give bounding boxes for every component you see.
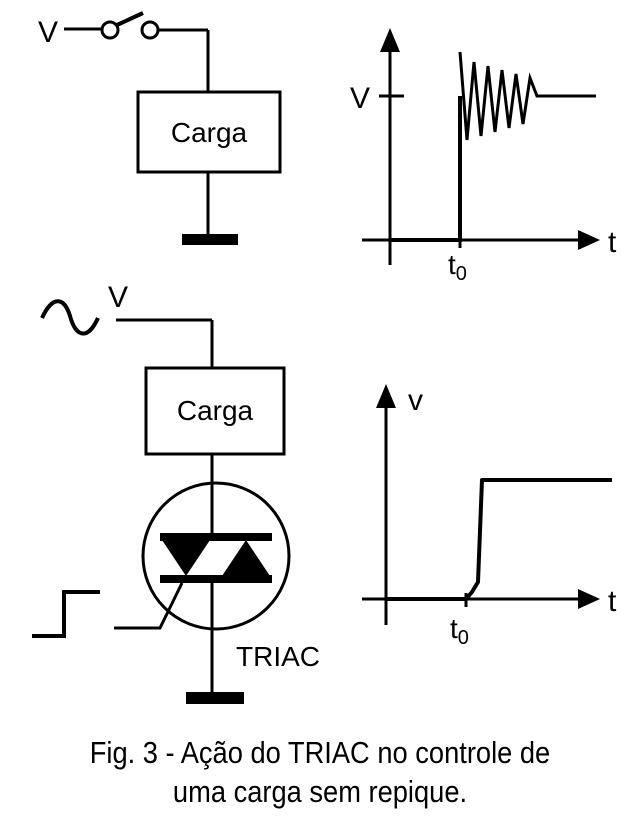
graph1-x-label: t bbox=[608, 226, 617, 259]
circuit1-source-label: V bbox=[38, 16, 58, 49]
circuit2-load-box bbox=[144, 366, 286, 456]
graph1-y-arrowhead bbox=[380, 28, 400, 52]
graph1-x-arrowhead bbox=[578, 230, 600, 250]
circuit-1: V Carga bbox=[38, 11, 282, 245]
switch-left-contact bbox=[100, 20, 120, 40]
triac-bottom-bar bbox=[160, 575, 272, 583]
gate-step-pulse-icon bbox=[32, 590, 100, 638]
switch-right-contact bbox=[140, 20, 160, 40]
graph1-signal-bounce bbox=[458, 51, 596, 141]
graph2-y-arrowhead bbox=[376, 384, 396, 408]
circuit2-source-label: V bbox=[108, 281, 128, 314]
figure-caption-line2: uma carga sem repique. bbox=[172, 774, 468, 809]
graph-1: t V t0 bbox=[350, 28, 617, 285]
ac-source-sine-icon bbox=[40, 299, 100, 336]
triac-gate-lead bbox=[114, 582, 184, 630]
graph2-signal bbox=[386, 478, 612, 601]
circuit1-ground-symbol bbox=[182, 234, 238, 245]
triac-diode-down-icon bbox=[162, 540, 210, 576]
triac-label: TRIAC bbox=[236, 641, 320, 672]
graph2-x-label: t bbox=[608, 585, 617, 618]
circuit1-load-label: Carga bbox=[171, 117, 248, 148]
graph2-x-arrowhead bbox=[578, 589, 600, 609]
triac-envelope-circle bbox=[141, 481, 291, 631]
triac-top-bar bbox=[160, 533, 272, 541]
figure-caption-line1: Fig. 3 - Ação do TRIAC no controle de bbox=[89, 735, 551, 770]
circuit-2: V Carga TRIAC bbox=[32, 281, 320, 704]
graph2-y-label: v bbox=[408, 384, 423, 417]
graph2-t0-label: t0 bbox=[450, 613, 469, 649]
circuit2-ground-symbol bbox=[186, 692, 244, 704]
graph-2: v t t0 bbox=[362, 384, 617, 649]
graph1-signal-rise bbox=[390, 96, 462, 242]
graph1-t0-label: t0 bbox=[448, 249, 467, 285]
graph1-level-label: V bbox=[350, 82, 370, 115]
switch-blade bbox=[116, 11, 144, 27]
triac-diode-up-icon bbox=[222, 540, 270, 576]
circuit2-load-label: Carga bbox=[177, 395, 254, 426]
